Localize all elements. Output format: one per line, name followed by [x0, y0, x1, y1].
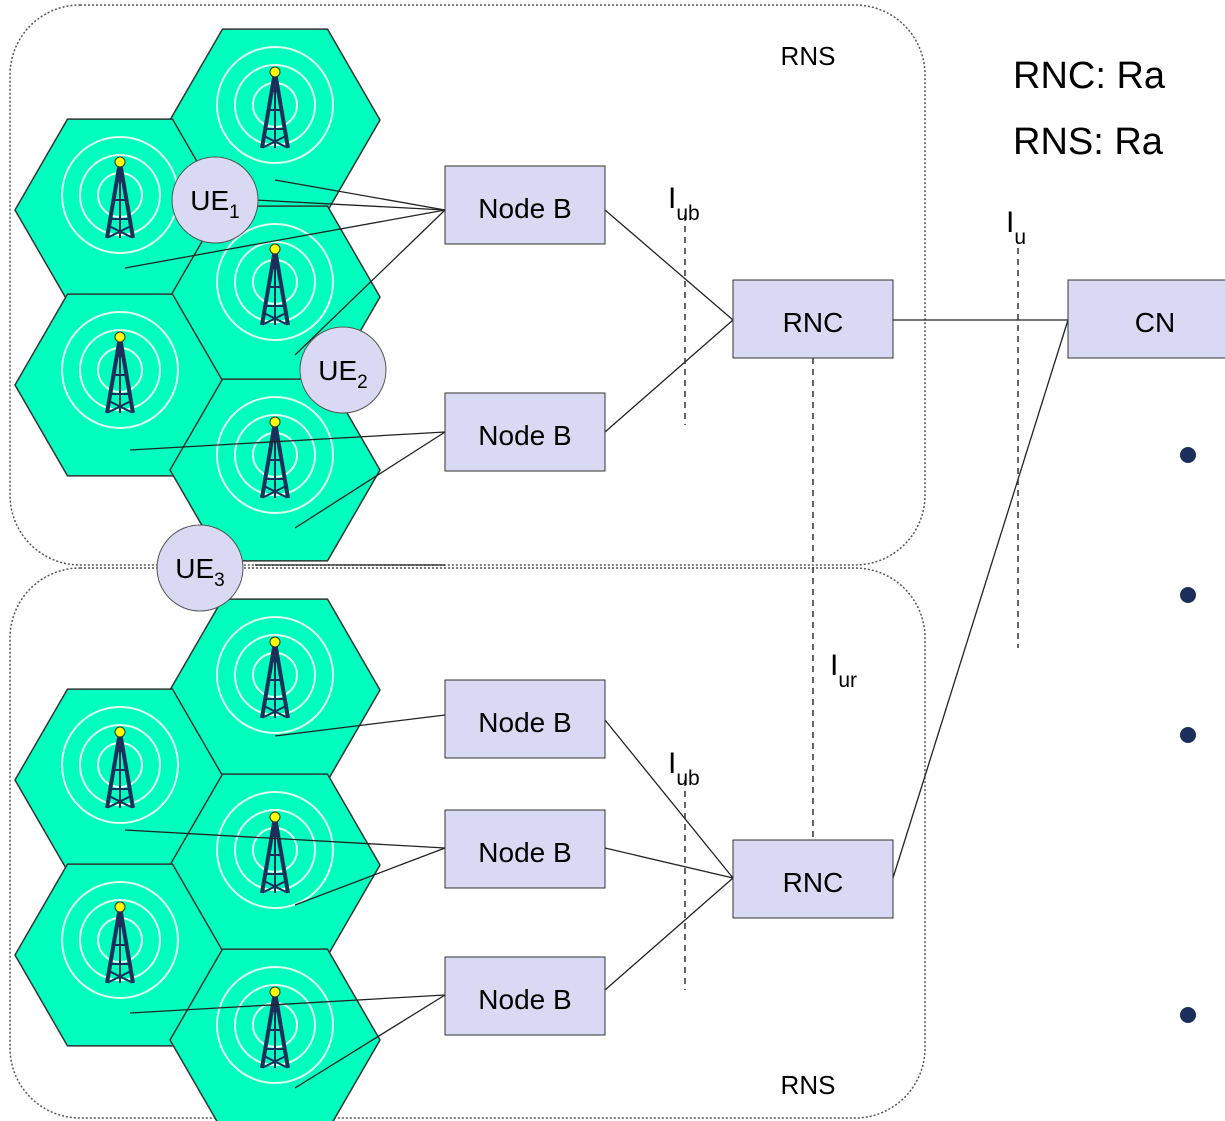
- link-tower-nodeb: [129, 431, 446, 451]
- rnc-box[interactable]: RNC: [732, 279, 894, 359]
- link-tower-nodeb: [294, 431, 446, 529]
- iub-label-top: Iub: [668, 182, 700, 225]
- link-nodeb-rnc: [604, 719, 734, 879]
- link-tower-nodeb: [294, 847, 446, 906]
- antenna-tower-icon: [61, 881, 179, 999]
- iub-links: [604, 209, 1069, 991]
- link-nodeb-rnc: [604, 319, 734, 433]
- node-b-box[interactable]: Node B: [444, 956, 606, 1036]
- link-tower-nodeb: [294, 209, 446, 356]
- antenna-tower-icon: [216, 616, 334, 734]
- antenna-tower-icon: [61, 706, 179, 824]
- link-tower-nodeb: [294, 994, 446, 1089]
- bullet-point: [1180, 447, 1196, 463]
- link-tower-nodeb: [124, 209, 446, 269]
- antenna-tower-icon: [216, 791, 334, 909]
- node-b-label: Node B: [478, 837, 571, 868]
- antenna-tower-icon: [216, 396, 334, 514]
- ue-1-label: UE1: [190, 185, 239, 223]
- node-b-box[interactable]: Node B: [444, 392, 606, 472]
- radio-links: [124, 179, 446, 1089]
- cn-box[interactable]: CN: [1067, 279, 1225, 359]
- link-tower-nodeb: [274, 179, 446, 211]
- iub-label-bottom: Iub: [668, 747, 700, 790]
- bullet-point: [1180, 727, 1196, 743]
- node-b-box[interactable]: Node B: [444, 809, 606, 889]
- iur-label: Iur: [830, 649, 857, 692]
- link-rnc-cn: [892, 319, 1069, 879]
- bullet-point: [1180, 587, 1196, 603]
- antenna-tower-icon: [61, 311, 179, 429]
- node-b-box[interactable]: Node B: [444, 165, 606, 245]
- ue-2[interactable]: UE2: [299, 326, 387, 414]
- ue-1[interactable]: UE1: [171, 156, 259, 244]
- ue-3[interactable]: UE3: [156, 524, 244, 612]
- rns-label-top: RNS: [781, 41, 836, 71]
- ue-3-label: UE3: [175, 553, 224, 591]
- iu-label: Iu: [1006, 206, 1026, 249]
- rnc-label: RNC: [783, 307, 844, 338]
- antenna-tower-icon: [61, 136, 179, 254]
- rnc-definition: RNC: Ra: [1013, 55, 1166, 97]
- link-nodeb-rnc: [604, 847, 734, 879]
- rnc-box[interactable]: RNC: [732, 839, 894, 919]
- link-tower-nodeb: [254, 199, 446, 211]
- antenna-tower-icon: [216, 966, 334, 1084]
- ue-2-label: UE2: [318, 355, 367, 393]
- node-b-label: Node B: [478, 707, 571, 738]
- rns-definition: RNS: Ra: [1013, 121, 1164, 163]
- link-tower-nodeb: [274, 714, 446, 737]
- rnc-label: RNC: [783, 867, 844, 898]
- rns-label-bottom: RNS: [781, 1070, 836, 1100]
- antenna-tower-icon: [216, 223, 334, 341]
- link-nodeb-rnc: [604, 877, 734, 991]
- node-b-label: Node B: [478, 420, 571, 451]
- node-b-box[interactable]: Node B: [444, 679, 606, 759]
- link-tower-nodeb: [129, 994, 446, 1014]
- cn-label: CN: [1135, 307, 1175, 338]
- node-b-label: Node B: [478, 984, 571, 1015]
- link-nodeb-rnc: [604, 209, 734, 321]
- link-tower-nodeb: [124, 829, 446, 849]
- node-b-label: Node B: [478, 193, 571, 224]
- bullet-point: [1180, 1007, 1196, 1023]
- antenna-tower-icon: [216, 46, 334, 164]
